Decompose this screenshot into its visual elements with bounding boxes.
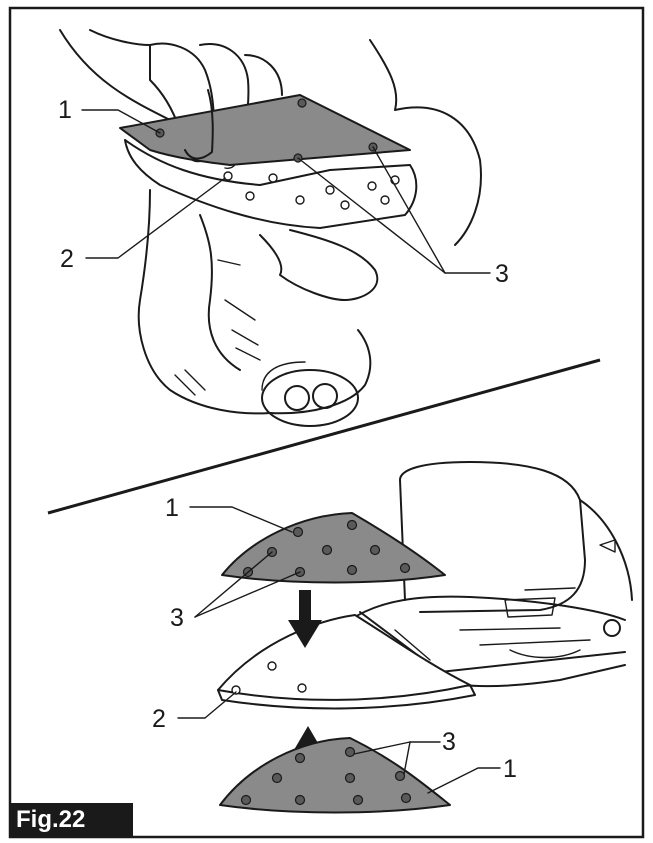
- top-panel: [59, 29, 491, 427]
- figure-frame: [8, 6, 645, 839]
- leader-top-3a: [297, 157, 446, 274]
- bottom-pad: [217, 614, 471, 701]
- top-tool-body: [137, 189, 379, 427]
- callout-bottom-2: 2: [152, 705, 166, 733]
- callout-bottom-1-lower: 1: [503, 755, 517, 783]
- leader-bottom-3-left-a: [194, 551, 273, 618]
- top-sandpaper: [119, 94, 411, 166]
- callout-bottom-3-right: 3: [442, 728, 456, 756]
- sleeve-outline: [59, 29, 482, 246]
- callout-bottom-3-left: 3: [170, 604, 184, 632]
- leader-bottom-1-lower: [427, 767, 501, 794]
- callout-top-2: 2: [60, 245, 74, 273]
- leader-top-2: [85, 177, 226, 259]
- bottom-sandpaper-lower: [219, 737, 451, 814]
- leader-bottom-3-left-b: [194, 571, 301, 618]
- leader-top-1: [81, 109, 161, 134]
- leader-bottom-3-right-b: [403, 741, 411, 775]
- bottom-panel: [177, 461, 633, 814]
- leader-bottom-1-upper: [189, 506, 293, 533]
- leader-bottom-3-right-a: [353, 741, 411, 755]
- leader-top-3b: [372, 146, 446, 274]
- callout-top-3: 3: [495, 260, 509, 288]
- bottom-sandpaper-upper: [221, 512, 446, 584]
- figure-label: Fig.22: [10, 803, 133, 837]
- arrow-down: [288, 590, 322, 648]
- callout-bottom-1-upper: 1: [165, 494, 179, 522]
- panel-divider: [47, 358, 601, 515]
- leader-bottom-2: [177, 691, 237, 719]
- callout-top-1: 1: [58, 96, 72, 124]
